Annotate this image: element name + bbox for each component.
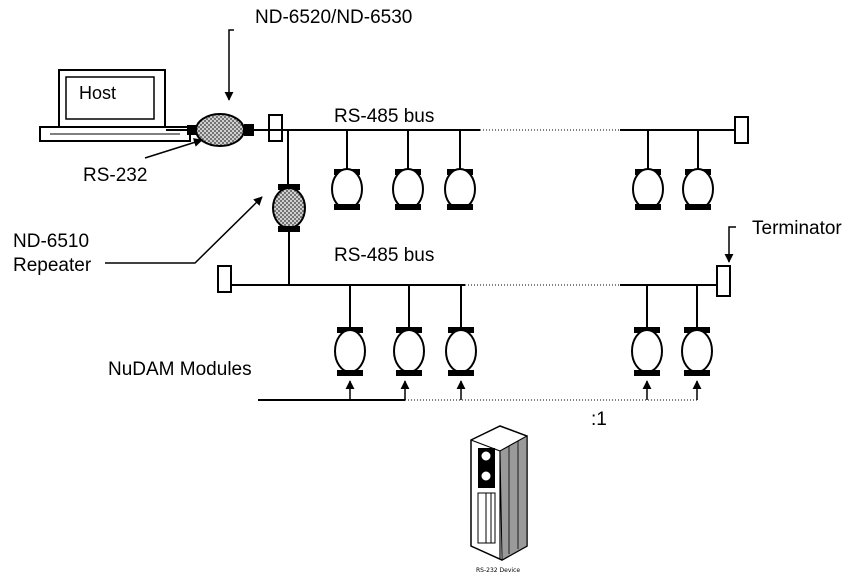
module-icon [632,130,664,210]
bottom-bus-modules [334,285,713,376]
bottom-bus-left-terminator [217,265,232,293]
bottom-bus-right-terminator [716,265,731,297]
repeater-pointer-arrow [105,196,263,264]
terminator-label: Terminator [752,218,842,239]
bottom-bus-label: RS-485 bus [334,245,434,266]
module-icon [682,130,714,210]
terminator-pointer-arrow [724,226,736,263]
host-computer-icon [39,69,191,142]
top-bus-modules [331,130,714,210]
top-bus-left-terminator [268,114,283,142]
rs232-pointer-arrow [144,138,203,159]
module-icon [392,130,424,210]
module-icon [393,285,425,376]
repeater-label-line2: Repeater [13,255,92,276]
rs232-device-label: RS-232 Device [476,567,520,574]
rs232-label: RS-232 [83,165,147,186]
module-icon [444,130,476,210]
host-label: Host [79,83,116,103]
module-icon [331,130,363,210]
module-icon [631,285,663,376]
converter-pointer-arrow [224,29,234,101]
module-icon [334,285,366,376]
converter-label: ND-6520/ND-6530 [255,7,412,28]
nudam-modules-label: NuDAM Modules [108,359,252,380]
converter-module-icon [187,113,254,147]
repeater-label-line1: ND-6510 [13,231,89,252]
repeater-module-icon [272,184,306,232]
top-bus-label: RS-485 bus [334,106,434,127]
note-label: :1 [591,409,607,430]
module-icon [445,285,477,376]
rs232-device-icon [470,425,528,561]
module-icon [681,285,713,376]
top-bus-right-terminator [734,116,749,144]
